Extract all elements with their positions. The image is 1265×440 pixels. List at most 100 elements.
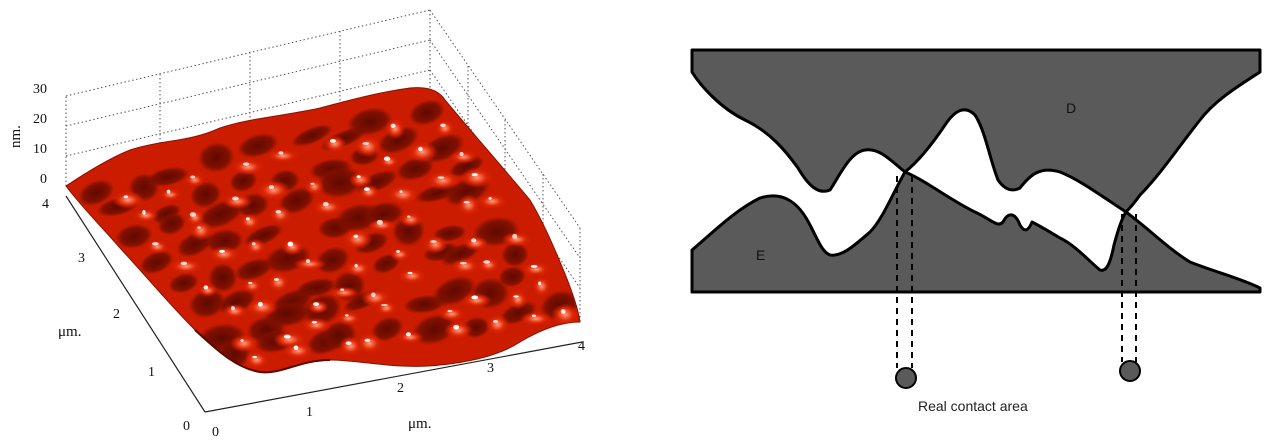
surface-highlight	[166, 189, 171, 194]
bottom-tick-1: 1	[306, 405, 313, 420]
surface-peak	[434, 119, 456, 137]
surface-highlight	[345, 314, 349, 317]
surface-valley	[77, 179, 115, 207]
surface-highlight	[531, 314, 537, 318]
surface-highlight	[396, 250, 400, 253]
surface-peak	[460, 167, 494, 188]
surface-peak	[304, 178, 324, 195]
surface-peak	[426, 170, 460, 191]
surface-highlight	[353, 234, 359, 238]
surface-valley	[168, 272, 199, 294]
surface-highlight	[560, 309, 566, 314]
surface-highlight	[197, 226, 201, 229]
left-tick-3: 3	[78, 251, 85, 266]
surface-valley	[370, 316, 404, 342]
surface-highlight	[329, 139, 336, 143]
surface-highlight	[512, 233, 518, 239]
surface-peak	[239, 213, 261, 231]
surface-highlight	[283, 334, 291, 339]
surface-valley	[115, 223, 153, 250]
surface-peak	[169, 259, 203, 274]
surface-peak	[449, 150, 478, 164]
surface-highlight	[180, 261, 188, 266]
upper-body-label: D	[1066, 100, 1076, 116]
surface-valley	[448, 155, 485, 178]
surface-peak	[348, 171, 373, 188]
base-axes	[65, 195, 583, 413]
surface-peak	[231, 158, 265, 176]
surface-highlight	[142, 210, 146, 215]
surface-peak	[222, 193, 253, 209]
surface-valley	[500, 241, 530, 268]
surface-highlight	[230, 306, 235, 311]
surface-peak	[457, 194, 480, 216]
surface-highlight	[471, 295, 479, 300]
surface-peak	[389, 247, 411, 262]
bottom-tick-4: 4	[578, 339, 585, 354]
z-tick-10: 10	[33, 142, 47, 157]
surface-highlight	[252, 355, 258, 359]
surface-valley	[395, 156, 435, 182]
surface-highlight	[437, 176, 445, 179]
surface-highlight	[354, 263, 358, 268]
surface-highlight	[362, 142, 370, 145]
surface-highlight	[453, 324, 460, 330]
surface-peak	[397, 331, 424, 344]
surface-peak	[208, 246, 240, 263]
rough-surface	[65, 87, 581, 374]
surface-peak	[312, 199, 344, 216]
surface-valley	[205, 228, 244, 254]
surface-valley	[316, 166, 364, 199]
surface-peak	[246, 297, 279, 317]
surface-valley	[363, 201, 405, 227]
surface-valley	[291, 124, 334, 147]
surface-peak	[438, 306, 466, 322]
surface-highlight	[245, 217, 250, 221]
z-tick-20: 20	[33, 112, 47, 127]
surface-peak	[146, 239, 169, 254]
left-tick-1: 1	[148, 365, 155, 380]
surface-peak	[323, 135, 347, 153]
surface-peak	[461, 293, 492, 308]
surface-peak	[307, 300, 329, 314]
surface-peak	[293, 257, 327, 271]
left-tick-0: 0	[183, 419, 190, 434]
surface-peak	[519, 311, 552, 326]
surface-highlight	[313, 302, 320, 306]
left-tick-4: 4	[42, 197, 49, 212]
surface-highlight	[390, 123, 396, 128]
surface-valley	[207, 262, 238, 293]
left-axis: 4 3 2 1 0 μm.	[42, 197, 190, 434]
lower-body-label: E	[756, 247, 765, 263]
surface-valley	[347, 107, 394, 136]
surface-valley	[234, 257, 274, 282]
surface-peak	[229, 334, 259, 353]
surface-peak	[222, 303, 248, 319]
surface-peak	[398, 212, 423, 228]
surface-highlights	[123, 123, 566, 359]
surface-highlight	[257, 301, 263, 307]
surface-highlight	[459, 261, 467, 265]
surface-peak	[133, 208, 159, 223]
contact-area-caption: Real contact area	[918, 398, 1028, 414]
z-axis: 0 10 20 30 nm.	[8, 82, 47, 187]
surface-peak	[358, 184, 380, 200]
surface-highlight	[340, 288, 345, 291]
z-axis-label: nm.	[8, 125, 24, 148]
surface-peak	[485, 314, 510, 335]
surface-highlight	[322, 202, 329, 207]
surface-highlight	[471, 173, 478, 177]
surface-peak	[521, 262, 551, 277]
surface-peak	[462, 236, 489, 251]
surface-peak	[280, 238, 304, 256]
surface-highlight	[293, 345, 299, 351]
surface-highlight	[275, 210, 282, 214]
surface-peak	[508, 289, 528, 310]
surface-highlight	[418, 146, 423, 152]
surface-peak	[242, 278, 262, 293]
surface-peak	[423, 235, 448, 254]
surface-highlight	[240, 339, 244, 342]
surface-peak	[368, 219, 396, 232]
surface-highlight	[430, 240, 437, 243]
surface-highlight	[364, 338, 371, 342]
